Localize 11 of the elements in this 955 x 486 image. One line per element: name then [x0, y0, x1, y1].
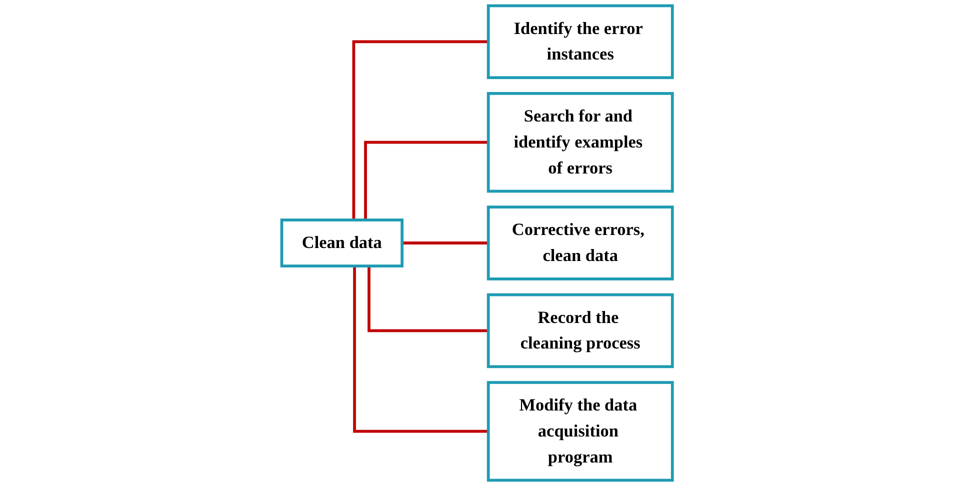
node-box: Record the cleaning process	[487, 293, 674, 368]
node-box: Identify the error instances	[487, 4, 674, 80]
node-box: Clean data	[280, 218, 404, 268]
connector	[364, 140, 489, 220]
node-box: Search for and identify examples of errors	[487, 92, 674, 193]
node-box: Modify the data acquisition program	[487, 381, 674, 482]
connector	[368, 266, 489, 332]
connector	[352, 40, 489, 220]
connector	[401, 242, 489, 244]
connector	[354, 266, 489, 433]
node-box: Corrective errors, clean data	[487, 206, 674, 280]
